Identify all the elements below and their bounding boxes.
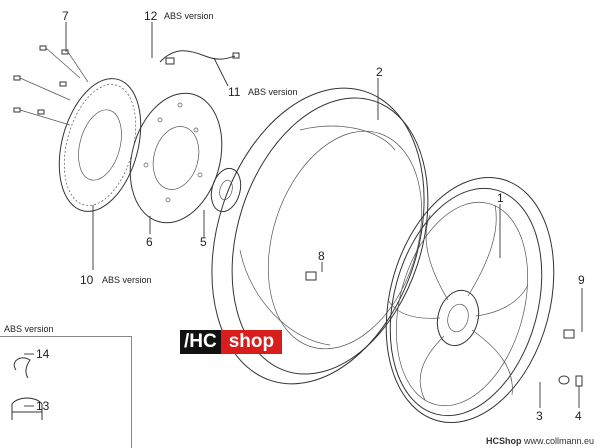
footer-credit: HCShop www.collmann.eu — [486, 436, 594, 446]
callout-3: 3 — [536, 409, 543, 423]
inset-title: ABS version — [4, 324, 54, 334]
note-abs-10: ABS version — [102, 275, 152, 285]
callout-7: 7 — [62, 9, 69, 23]
inset-box — [0, 336, 132, 448]
leader-lines — [24, 22, 583, 408]
abs-sensor — [159, 50, 240, 65]
hcshop-logo: /HC shop — [180, 330, 312, 354]
nut — [575, 375, 583, 387]
footer-brand: HCShop — [485, 436, 522, 446]
clip-14 — [13, 357, 31, 379]
callout-6: 6 — [146, 235, 153, 249]
wheel-rim — [385, 176, 555, 424]
callout-5: 5 — [200, 235, 207, 249]
callout-13: 13 — [36, 399, 50, 413]
bolts — [13, 45, 89, 126]
note-abs-11: ABS version — [248, 87, 298, 97]
footer-site: www.collmann.eu — [523, 436, 594, 446]
tyre — [211, 87, 429, 385]
clip-13 — [11, 397, 43, 420]
washer — [558, 375, 570, 385]
callout-1: 1 — [497, 191, 504, 205]
valve — [305, 271, 317, 281]
callout-4: 4 — [575, 409, 582, 423]
callout-12: 12 — [144, 9, 158, 23]
logo-hc: /HC — [180, 330, 221, 354]
abs-tone-ring — [58, 78, 142, 212]
callout-8: 8 — [318, 249, 325, 263]
callout-9: 9 — [578, 273, 585, 287]
logo-shop: shop — [220, 330, 283, 354]
valve-cap — [563, 329, 575, 339]
callout-2: 2 — [376, 65, 383, 79]
callout-10: 10 — [80, 273, 94, 287]
callout-14: 14 — [36, 347, 50, 361]
note-abs-12: ABS version — [164, 11, 214, 21]
callout-11: 11 — [228, 85, 241, 99]
spacer-ring — [210, 167, 242, 213]
